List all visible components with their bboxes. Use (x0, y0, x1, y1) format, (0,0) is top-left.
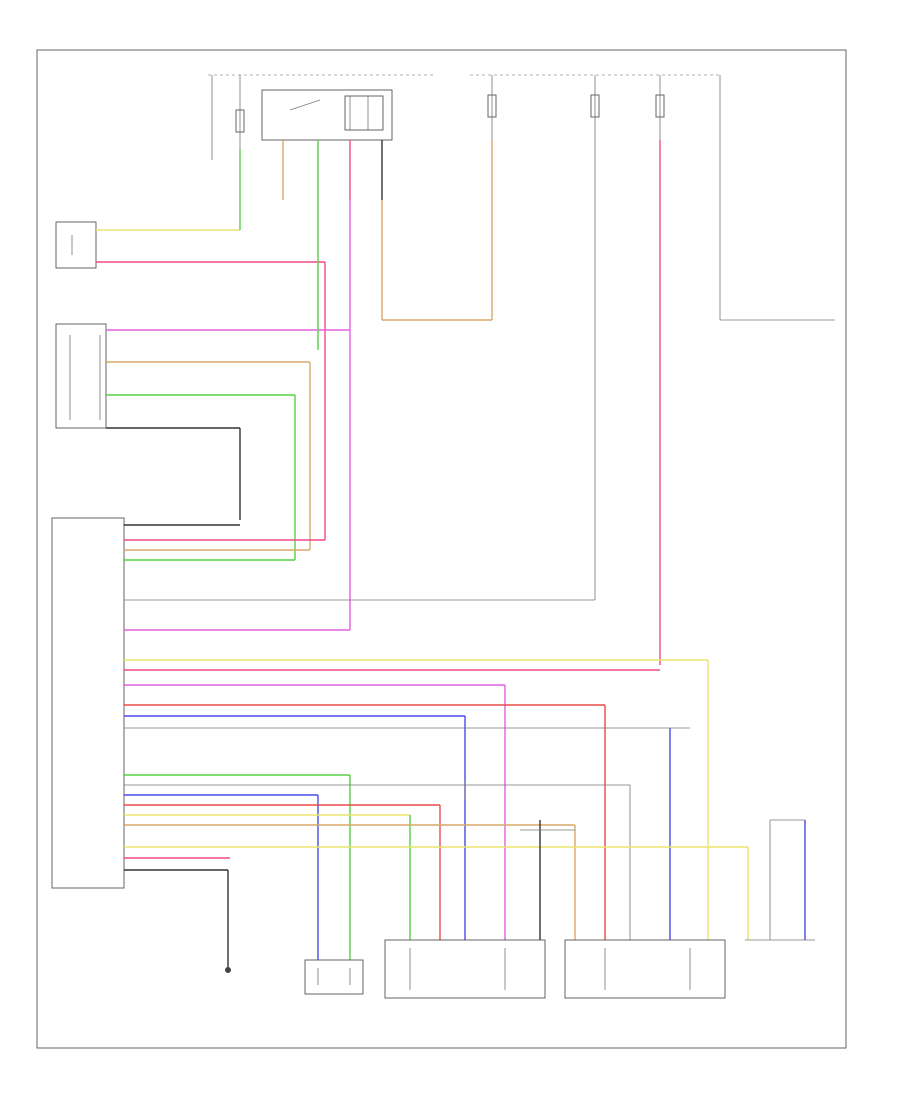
blower-relay (261, 89, 393, 141)
blower-resistor (55, 323, 107, 429)
hvac-module (51, 517, 125, 889)
recirc-actuator (304, 959, 364, 995)
instrument-cluster (745, 819, 815, 941)
driver-temp-actuator (384, 939, 546, 999)
right-fuse-panel (590, 75, 721, 140)
diagram-frame (36, 49, 847, 1049)
blower-motor (55, 221, 97, 269)
mid-fuse-panel (470, 74, 720, 140)
passenger-temp-actuator (564, 939, 726, 999)
left-fuse-panel (208, 74, 435, 160)
ground-symbol (225, 967, 231, 973)
